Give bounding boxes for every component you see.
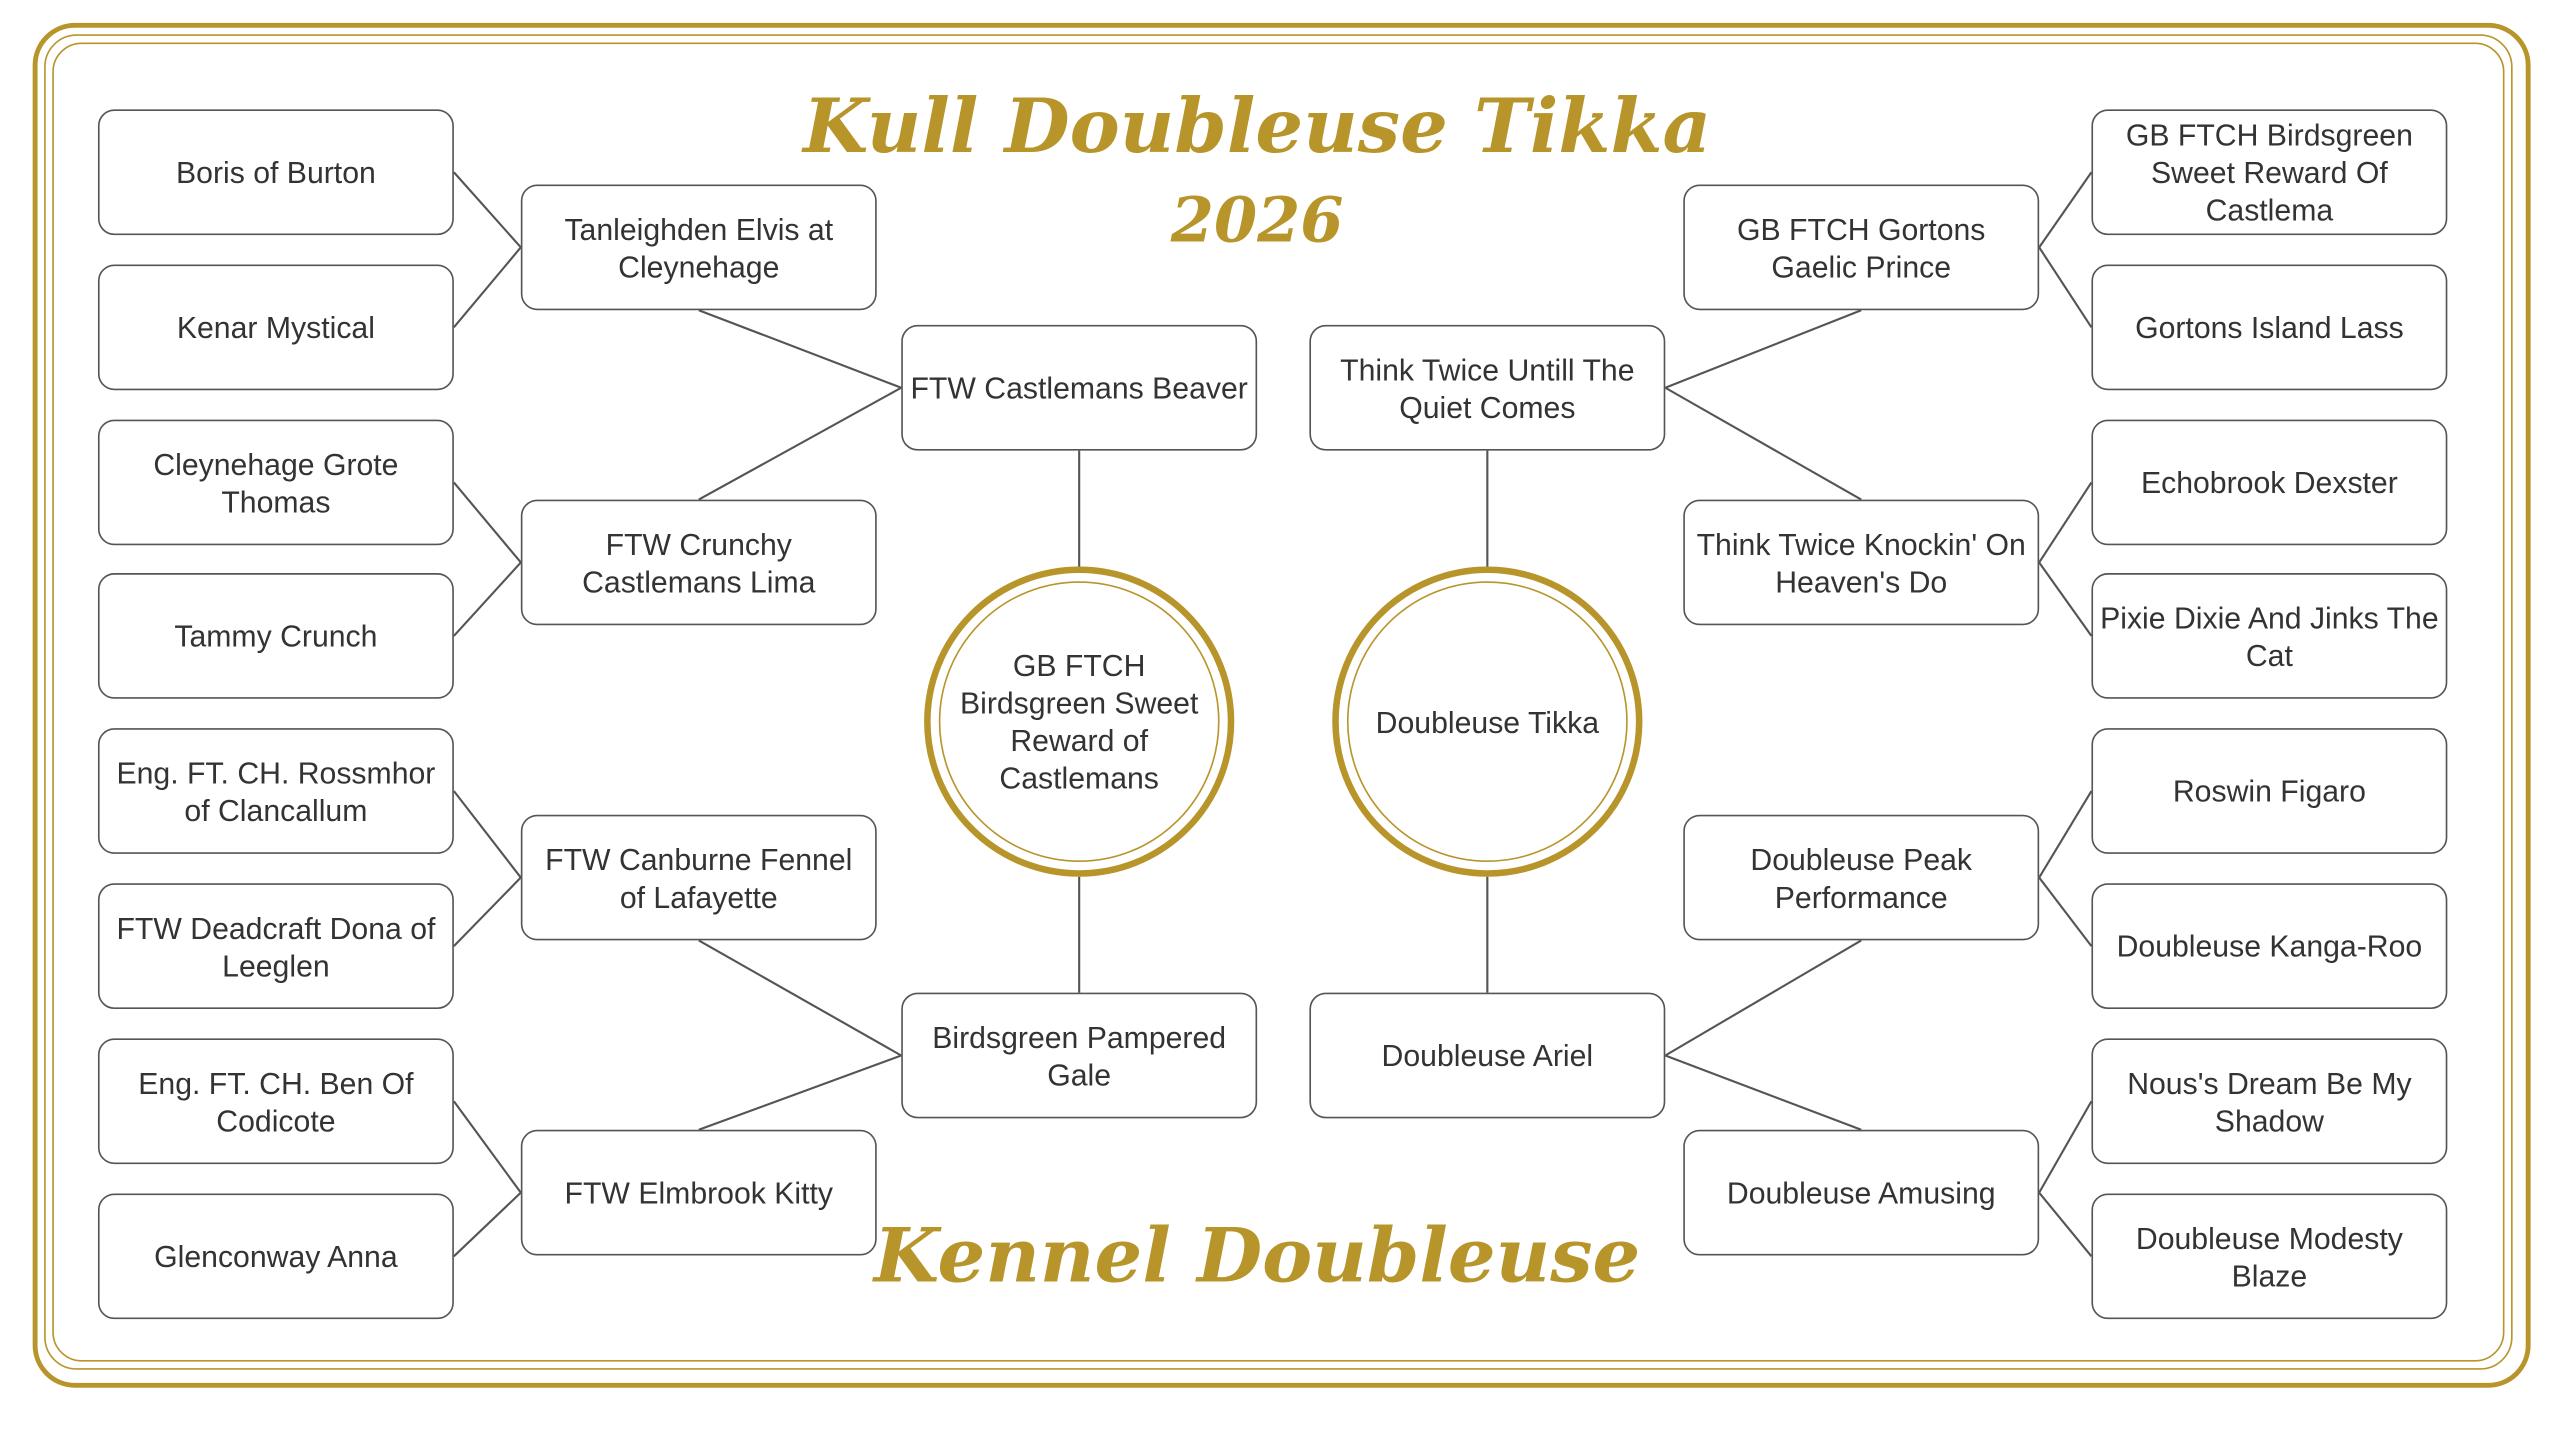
connector-line bbox=[453, 246, 522, 329]
dam-great-grandparent-box[interactable]: Gortons Island Lass bbox=[2091, 264, 2448, 391]
connector-line bbox=[2038, 481, 2093, 564]
dam-great-grandparent-box[interactable]: Echobrook Dexster bbox=[2091, 419, 2448, 546]
sire-grandparent-box-label: FTW Canburne Fennel of Lafayette bbox=[545, 841, 853, 914]
sire-great-grandparent-box-label: Eng. FT. CH. Ben Of Codicote bbox=[138, 1065, 414, 1138]
sire-great-grandparent-box[interactable]: Eng. FT. CH. Rossmhor of Clancallum bbox=[97, 728, 454, 854]
dam-parent-box-label: Think Twice Untill The Quiet Comes bbox=[1340, 351, 1635, 424]
sire-parent-box[interactable]: FTW Castlemans Beaver bbox=[901, 324, 1258, 451]
sire-great-grandparent-box[interactable]: Cleynehage Grote Thomas bbox=[97, 419, 454, 546]
connector-line bbox=[453, 481, 522, 564]
dam-parent-box[interactable]: Doubleuse Ariel bbox=[1309, 992, 1666, 1119]
sire-main-circle[interactable]: GB FTCH Birdsgreen Sweet Reward of Castl… bbox=[924, 566, 1235, 877]
dam-parent-box[interactable]: Think Twice Untill The Quiet Comes bbox=[1309, 324, 1666, 451]
connector-line bbox=[698, 309, 902, 389]
sire-great-grandparent-box[interactable]: Eng. FT. CH. Ben Of Codicote bbox=[97, 1038, 454, 1165]
sire-great-grandparent-box-label: Tammy Crunch bbox=[174, 618, 378, 654]
sire-grandparent-box-label: Tanleighden Elvis at Cleynehage bbox=[564, 211, 834, 284]
sire-grandparent-box[interactable]: FTW Canburne Fennel of Lafayette bbox=[520, 814, 877, 941]
sire-great-grandparent-box[interactable]: Glenconway Anna bbox=[97, 1193, 454, 1320]
dam-great-grandparent-box-label: Nous's Dream Be My Shadow bbox=[2127, 1065, 2412, 1138]
sire-great-grandparent-box-label: Kenar Mystical bbox=[176, 310, 375, 345]
sire-main-name: GB FTCH Birdsgreen Sweet Reward of Castl… bbox=[938, 581, 1220, 863]
connector-line bbox=[2038, 1100, 2093, 1194]
sire-great-grandparent-box[interactable]: FTW Deadcraft Dona of Leeglen bbox=[97, 883, 454, 1009]
connector-line bbox=[698, 1054, 902, 1131]
sire-parent-box-label: FTW Castlemans Beaver bbox=[910, 370, 1248, 405]
sire-parent-box[interactable]: Birdsgreen Pampered Gale bbox=[901, 992, 1258, 1119]
connector-line bbox=[2038, 171, 2093, 248]
dam-great-grandparent-box[interactable]: GB FTCH Birdsgreen Sweet Reward Of Castl… bbox=[2091, 109, 2448, 236]
dam-great-grandparent-box-label: Doubleuse Modesty Blaze bbox=[2135, 1220, 2403, 1293]
year: 2026 bbox=[1170, 182, 1344, 257]
sire-great-grandparent-box-label: FTW Deadcraft Dona of Leeglen bbox=[116, 910, 436, 983]
dam-great-grandparent-box-label: Gortons Island Lass bbox=[2135, 310, 2404, 345]
connector-line bbox=[1664, 939, 1862, 1057]
connector-line bbox=[1664, 309, 1862, 389]
connector-line bbox=[453, 561, 522, 637]
dam-great-grandparent-box-label: Echobrook Dexster bbox=[2140, 465, 2398, 500]
dam-great-grandparent-box[interactable]: Doubleuse Kanga-Roo bbox=[2091, 883, 2448, 1009]
connector-line bbox=[453, 1191, 522, 1258]
connector-line bbox=[698, 939, 902, 1057]
dam-great-grandparent-box-label: GB FTCH Birdsgreen Sweet Reward Of Castl… bbox=[2125, 117, 2413, 227]
dam-great-grandparent-box[interactable]: Roswin Figaro bbox=[2091, 728, 2448, 854]
sire-grandparent-box[interactable]: FTW Crunchy Castlemans Lima bbox=[520, 499, 877, 626]
dam-grandparent-box[interactable]: GB FTCH Gortons Gaelic Prince bbox=[1683, 184, 2040, 311]
sire-great-grandparent-box[interactable]: Boris of Burton bbox=[97, 109, 454, 236]
sire-grandparent-box[interactable]: FTW Elmbrook Kitty bbox=[520, 1129, 877, 1256]
dam-main-name: Doubleuse Tikka bbox=[1346, 581, 1628, 863]
sire-great-grandparent-box-label: Glenconway Anna bbox=[154, 1239, 398, 1274]
connector-line bbox=[453, 1100, 522, 1194]
dam-great-grandparent-box[interactable]: Pixie Dixie And Jinks The Cat bbox=[2091, 573, 2448, 699]
kennel-name: Kennel Doubleuse bbox=[873, 1211, 1641, 1300]
connector-line bbox=[2038, 876, 2093, 947]
sire-parent-box-label: Birdsgreen Pampered Gale bbox=[932, 1019, 1227, 1092]
connector-line bbox=[2038, 561, 2093, 637]
dam-main-circle[interactable]: Doubleuse Tikka bbox=[1332, 566, 1643, 877]
dam-grandparent-box-label: Doubleuse Amusing bbox=[1726, 1175, 1996, 1210]
connector-line bbox=[2038, 246, 2093, 328]
dam-great-grandparent-box[interactable]: Nous's Dream Be My Shadow bbox=[2091, 1038, 2448, 1165]
dam-great-grandparent-box[interactable]: Doubleuse Modesty Blaze bbox=[2091, 1193, 2448, 1320]
sire-grandparent-box[interactable]: Tanleighden Elvis at Cleynehage bbox=[520, 184, 877, 311]
connector-line bbox=[1664, 1054, 1862, 1131]
dam-great-grandparent-box-label: Pixie Dixie And Jinks The Cat bbox=[2100, 599, 2439, 672]
sire-great-grandparent-box-label: Cleynehage Grote Thomas bbox=[153, 446, 399, 519]
dam-great-grandparent-box-label: Roswin Figaro bbox=[2172, 773, 2366, 809]
connector-line bbox=[453, 171, 522, 249]
connector-line bbox=[453, 790, 522, 879]
sire-grandparent-box-label: FTW Elmbrook Kitty bbox=[564, 1175, 834, 1210]
sire-great-grandparent-box[interactable]: Tammy Crunch bbox=[97, 573, 454, 699]
dam-grandparent-box-label: Doubleuse Peak Performance bbox=[1750, 841, 1973, 914]
connector-line bbox=[698, 386, 902, 501]
dam-grandparent-box-label: GB FTCH Gortons Gaelic Prince bbox=[1737, 211, 1986, 284]
sire-great-grandparent-box[interactable]: Kenar Mystical bbox=[97, 264, 454, 391]
outer-frame bbox=[32, 22, 2531, 1388]
inner-frame-2 bbox=[52, 42, 2505, 1362]
dam-grandparent-box-label: Think Twice Knockin' On Heaven's Do bbox=[1696, 526, 2026, 599]
sire-great-grandparent-box-label: Eng. FT. CH. Rossmhor of Clancallum bbox=[116, 755, 436, 827]
dam-grandparent-box[interactable]: Think Twice Knockin' On Heaven's Do bbox=[1683, 499, 2040, 626]
inner-frame bbox=[44, 34, 2513, 1370]
dam-great-grandparent-box-label: Doubleuse Kanga-Roo bbox=[2116, 928, 2423, 964]
dam-parent-box-label: Doubleuse Ariel bbox=[1381, 1038, 1594, 1073]
connector-line bbox=[2038, 790, 2093, 879]
sire-grandparent-box-label: FTW Crunchy Castlemans Lima bbox=[582, 526, 816, 599]
connector-line bbox=[1664, 386, 1862, 501]
connector-line bbox=[453, 876, 522, 947]
title: Kull Doubleuse Tikka bbox=[803, 81, 1712, 170]
sire-great-grandparent-box-label: Boris of Burton bbox=[176, 155, 376, 190]
dam-grandparent-box[interactable]: Doubleuse Amusing bbox=[1683, 1129, 2040, 1256]
connector-line bbox=[2038, 1191, 2093, 1257]
dam-grandparent-box[interactable]: Doubleuse Peak Performance bbox=[1683, 814, 2040, 941]
